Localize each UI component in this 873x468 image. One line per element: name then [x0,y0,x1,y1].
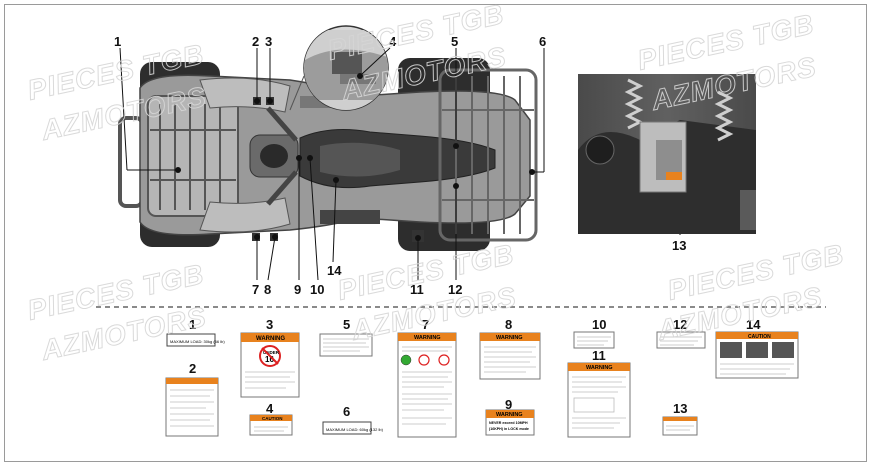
front-right-fender [199,197,291,233]
label-callout-11: 11 [592,348,606,363]
callout-12: 12 [448,282,462,297]
label-12 [656,331,706,349]
label-3-under: UNDER [263,350,280,355]
handlebar [266,106,298,206]
label-4: CAUTION [249,414,293,436]
label-3-age: 16 [265,355,274,364]
label-9: WARNING NEVER exceed 10MPH (16KPH) in LO… [485,409,535,436]
label-callout-3: 3 [266,317,273,332]
label-6-text: MAXIMUM LOAD: 60kg (132 lb) [326,427,384,432]
label-13 [662,416,698,436]
label-callout-8: 8 [505,317,512,332]
callout-5: 5 [451,34,458,49]
label-callout-9: 9 [505,397,512,412]
label-callout-14: 14 [746,317,761,332]
callout-3: 3 [265,34,272,49]
front-rack [147,95,239,217]
callout-11: 11 [410,282,424,297]
label-1: MAXIMUM LOAD: 30kg (66 lb) [166,333,225,347]
label-2 [165,377,219,437]
label-callout-13: 13 [673,401,687,416]
fuel-tank [320,142,400,177]
label-callout-5: 5 [343,317,350,332]
label-7-header: WARNING [414,335,441,341]
label-callout-10: 10 [592,317,606,332]
right-footrest [320,210,380,224]
callout-6: 6 [539,34,546,49]
label-8: WARNING [479,332,541,380]
front-left-fender [199,77,291,113]
label-6: MAXIMUM LOAD: 60kg (132 lb) [322,421,384,435]
callout-9: 9 [294,282,301,297]
label-9-line2: (16KPH) in LOCK mode [489,427,529,431]
label-callout-2: 2 [189,361,196,376]
label-14: CAUTION [715,331,799,379]
callout-13: 13 [672,238,686,253]
label-8-header: WARNING [496,335,523,341]
label-callout-4: 4 [266,401,274,416]
callout-8: 8 [264,282,271,297]
rear-rack [438,68,538,242]
instrument-pod [260,144,288,168]
label-10 [573,331,615,349]
label-9-line1: NEVER exceed 10MPH [489,421,528,425]
callout-10: 10 [310,282,324,297]
callout-4: 4 [389,34,397,49]
label-callout-7: 7 [422,317,429,332]
label-9-header: WARNING [496,412,523,418]
label-5 [319,333,373,357]
label-1-text: MAXIMUM LOAD: 30kg (66 lb) [170,339,225,344]
zoom-detail-circle [289,25,389,111]
callout-14: 14 [327,263,342,278]
label-4-header: CAUTION [262,416,283,421]
atv-top-view [118,58,538,251]
label-callout-12: 12 [673,317,687,332]
callout-2: 2 [252,34,259,49]
label-3-header: WARNING [256,336,285,342]
label-3: WARNING UNDER 16 [240,332,300,398]
label-14-header: CAUTION [748,334,771,340]
label-callout-6: 6 [343,404,350,419]
callout-1: 1 [114,34,121,49]
label-7: WARNING [397,332,457,438]
suspension-photo [578,74,756,234]
callout-7: 7 [252,282,259,297]
front-bumper [118,116,144,208]
label-11-header: WARNING [586,365,613,371]
label-11: WARNING [567,362,631,438]
label-callout-1: 1 [189,317,196,332]
